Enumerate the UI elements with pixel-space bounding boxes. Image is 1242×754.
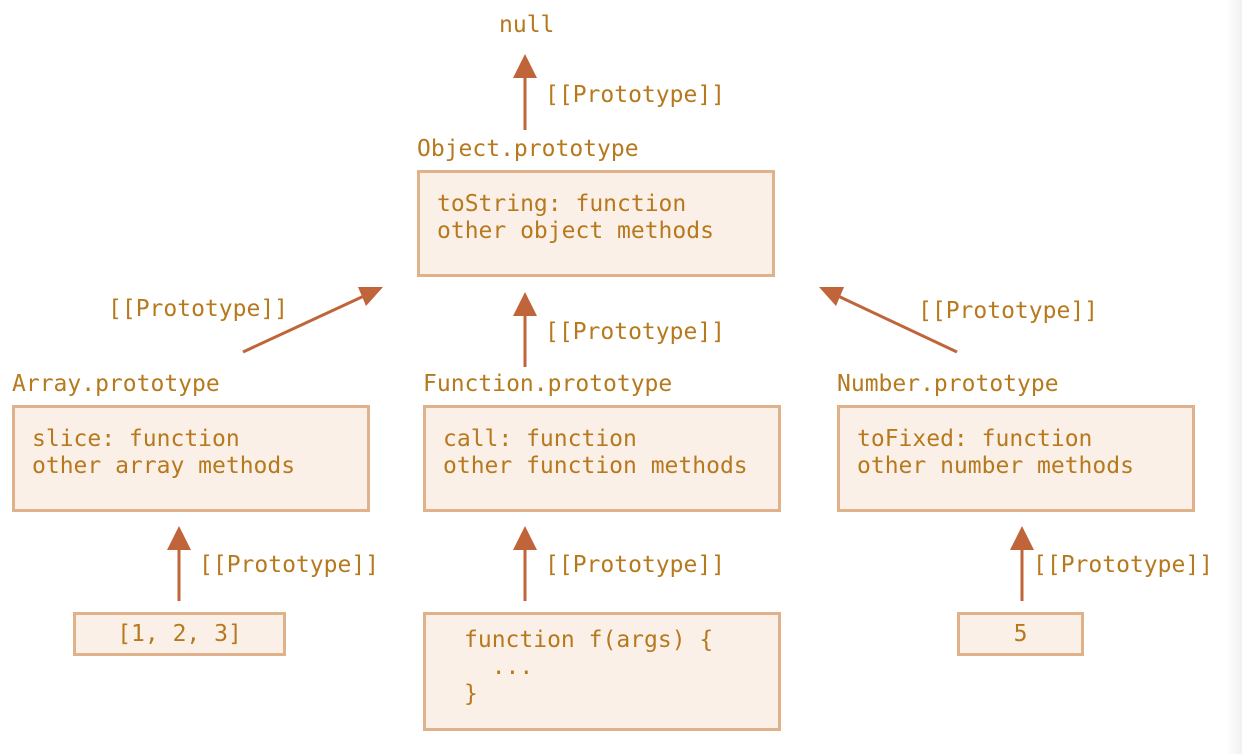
function-prototype-line: call: function	[443, 426, 637, 452]
array-prototype-line: other array methods	[32, 453, 296, 479]
page-edge-shadow	[1226, 0, 1242, 754]
array-instance-box: [1, 2, 3]	[73, 612, 286, 656]
function-instance-line: }	[464, 681, 478, 707]
object-prototype-line: toString: function	[437, 191, 687, 217]
prototype-label-object: [[Prototype]]	[545, 82, 726, 108]
prototype-label-array-instance: [[Prototype]]	[199, 552, 380, 578]
number-prototype-line: other number methods	[857, 453, 1134, 479]
arrow-object-to-null	[513, 54, 537, 130]
function-prototype-line: other function methods	[443, 453, 748, 479]
prototype-label-number: [[Prototype]]	[918, 298, 1099, 324]
object-prototype-title: Object.prototype	[417, 136, 639, 162]
array-prototype-line: slice: function	[32, 426, 240, 452]
arrow-function-instance	[513, 526, 537, 601]
function-prototype-box: call: function other function methods	[423, 405, 781, 512]
array-prototype-title: Array.prototype	[12, 371, 220, 397]
function-instance-box: function f(args) { ... }	[423, 612, 781, 731]
array-prototype-box: slice: function other array methods	[12, 405, 370, 512]
object-prototype-line: other object methods	[437, 218, 714, 244]
arrow-function-to-object	[513, 292, 537, 367]
number-prototype-title: Number.prototype	[837, 371, 1059, 397]
arrow-number-instance	[1010, 526, 1034, 601]
prototype-label-array: [[Prototype]]	[108, 296, 289, 322]
array-instance-text: [1, 2, 3]	[117, 621, 242, 647]
prototype-label-function: [[Prototype]]	[545, 319, 726, 345]
prototype-label-function-instance: [[Prototype]]	[545, 552, 726, 578]
number-instance-text: 5	[1013, 621, 1028, 647]
number-prototype-box: toFixed: function other number methods	[837, 405, 1195, 512]
prototype-label-number-instance: [[Prototype]]	[1033, 552, 1214, 578]
number-prototype-line: toFixed: function	[857, 426, 1093, 452]
function-instance-line: function f(args) {	[464, 627, 714, 653]
function-prototype-title: Function.prototype	[423, 371, 673, 397]
function-instance-line: ...	[464, 654, 534, 680]
arrow-array-to-object	[242, 287, 383, 354]
number-instance-box: 5	[957, 612, 1084, 656]
null-label: null	[499, 12, 555, 38]
arrow-array-instance	[167, 526, 191, 601]
object-prototype-box: toString: function other object methods	[417, 170, 775, 277]
arrow-number-to-object	[819, 287, 958, 354]
